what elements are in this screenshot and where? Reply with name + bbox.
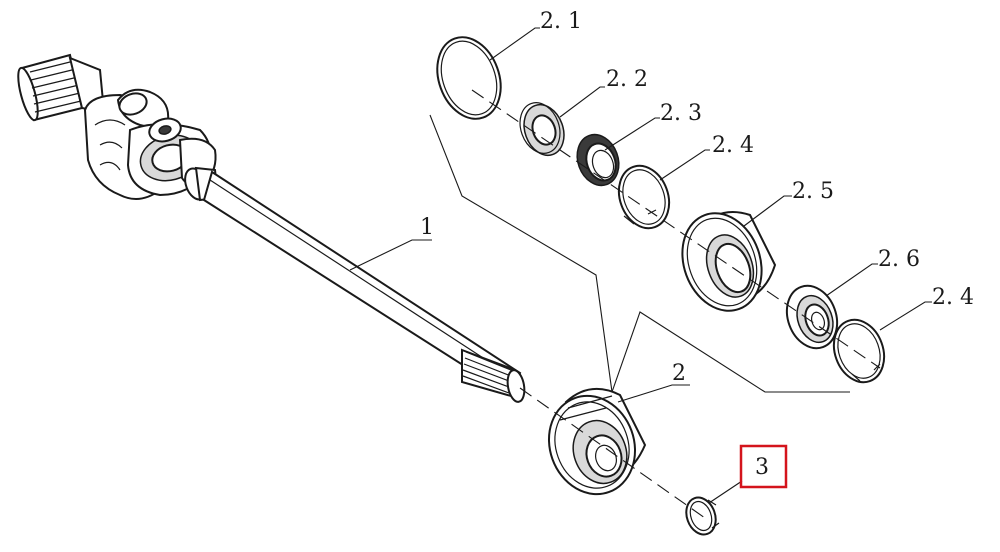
part-2-1-o-ring [436,36,502,120]
part-2-2-washer [519,102,565,157]
callout-leaders [349,27,932,504]
part-2-6-ball-bearing [785,284,839,350]
callout-1: 1 [420,215,434,240]
drive-shaft-assembly [17,53,526,403]
part-2-bearing-housing [547,387,647,496]
part-2-3-seal [576,133,620,187]
callout-2-2: 2. 2 [606,67,648,92]
callout-3-highlight-box [739,444,788,489]
part-2-4-circlip-upper [617,164,671,230]
part-2-4-circlip-lower [832,318,886,384]
shaft-spline-left [17,53,106,122]
universal-joint [83,88,220,202]
callout-2-4-lower: 2. 4 [932,285,974,310]
callout-3: 3 [755,455,769,480]
callout-2-6: 2. 6 [878,247,920,272]
part-2-5-bearing-cup [681,211,777,312]
assembly-axes [471,89,881,519]
callout-2-1: 2. 1 [540,9,582,34]
group-bracket-lines [429,114,850,393]
shaft-spline-right [461,348,526,403]
callout-labels: 1 2 2. 1 2. 2 2. 3 2. 4 2. 5 2. 6 2. 4 3 [420,9,974,480]
callout-2: 2 [672,361,686,386]
callout-2-3: 2. 3 [660,101,702,126]
callout-2-4-upper: 2. 4 [712,133,754,158]
callout-2-5: 2. 5 [792,179,834,204]
part-3-retaining-ring [685,496,720,536]
